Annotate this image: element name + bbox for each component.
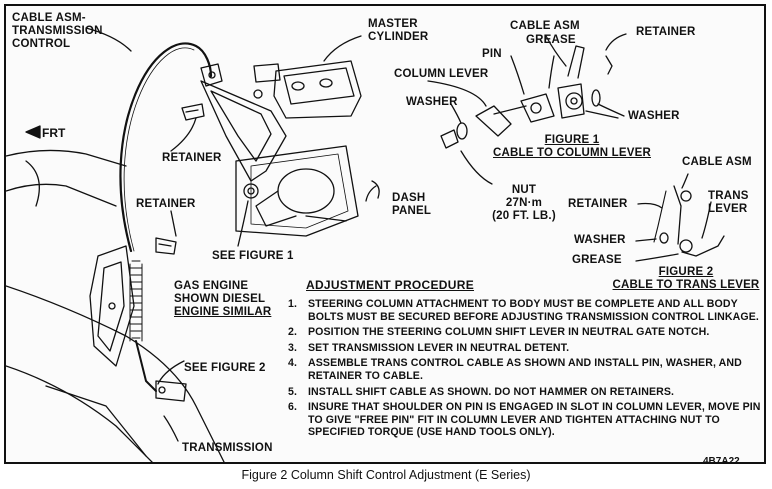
master-cylinder-label: MASTER CYLINDER xyxy=(368,18,429,43)
cable-asm-trans-control-label: CABLE ASM- TRANSMISSION CONTROL xyxy=(12,12,103,50)
dash-panel-label: DASH PANEL xyxy=(392,192,432,217)
fig1-column-lever-label: COLUMN LEVER xyxy=(394,68,489,80)
retainer-upper-label: RETAINER xyxy=(162,152,222,164)
fig2-trans-lever-label: TRANS LEVER xyxy=(708,190,749,215)
figure-code: 4B7A22 xyxy=(703,456,740,464)
procedure-step: 2.POSITION THE STEERING COLUMN SHIFT LEV… xyxy=(288,326,710,339)
figure-1-title: FIGURE 1 CABLE TO COLUMN LEVER xyxy=(493,134,651,159)
fig1-pin-label: PIN xyxy=(482,48,502,60)
fig1-washer-right-label: WASHER xyxy=(628,110,680,122)
frt-label: FRT xyxy=(42,126,66,140)
procedure-step: 1.STEERING COLUMN ATTACHMENT TO BODY MUS… xyxy=(288,298,759,323)
fig2-cable-asm-label: CABLE ASM xyxy=(682,156,752,168)
fig2-grease-label: GREASE xyxy=(572,254,622,266)
linkage-illustration: FRT xyxy=(6,27,725,462)
figure-2-title: FIGURE 2 CABLE TO TRANS LEVER xyxy=(612,266,760,291)
figure-caption: Figure 2 Column Shift Control Adjustment… xyxy=(241,468,531,482)
fig1-cable-asm-label: CABLE ASM xyxy=(510,20,580,32)
procedure-steps: 1.STEERING COLUMN ATTACHMENT TO BODY MUS… xyxy=(288,298,764,442)
see-figure-1-label: SEE FIGURE 1 xyxy=(212,250,294,262)
procedure-step: 4.ASSEMBLE TRANS CONTROL CABLE AS SHOWN … xyxy=(288,357,742,382)
fig1-grease-label: GREASE xyxy=(526,34,576,46)
fig2-washer-label: WASHER xyxy=(574,234,626,246)
fig1-retainer-label: RETAINER xyxy=(636,26,696,38)
see-figure-2-label: SEE FIGURE 2 xyxy=(184,362,266,374)
diagram-frame: FRT CABLE ASM- TRANSMISSION CONTROL MAST… xyxy=(4,4,766,464)
procedure-step: 3.SET TRANSMISSION LEVER IN NEUTRAL DETE… xyxy=(288,341,570,354)
adjustment-procedure-title: ADJUSTMENT PROCEDURE xyxy=(306,278,475,292)
retainer-lower-label: RETAINER xyxy=(136,198,196,210)
gas-engine-note: GAS ENGINE SHOWN DIESEL ENGINE SIMILAR xyxy=(174,280,272,318)
transmission-label: TRANSMISSION xyxy=(182,442,273,454)
procedure-step: 6.INSURE THAT SHOULDER ON PIN IS ENGAGED… xyxy=(288,401,761,439)
fig1-nut-label: NUT 27N·m (20 FT. LB.) xyxy=(492,184,556,222)
fig1-washer-left-label: WASHER xyxy=(406,96,458,108)
fig2-retainer-label: RETAINER xyxy=(568,198,628,210)
procedure-step: 5.INSTALL SHIFT CABLE AS SHOWN. DO NOT H… xyxy=(288,385,675,398)
